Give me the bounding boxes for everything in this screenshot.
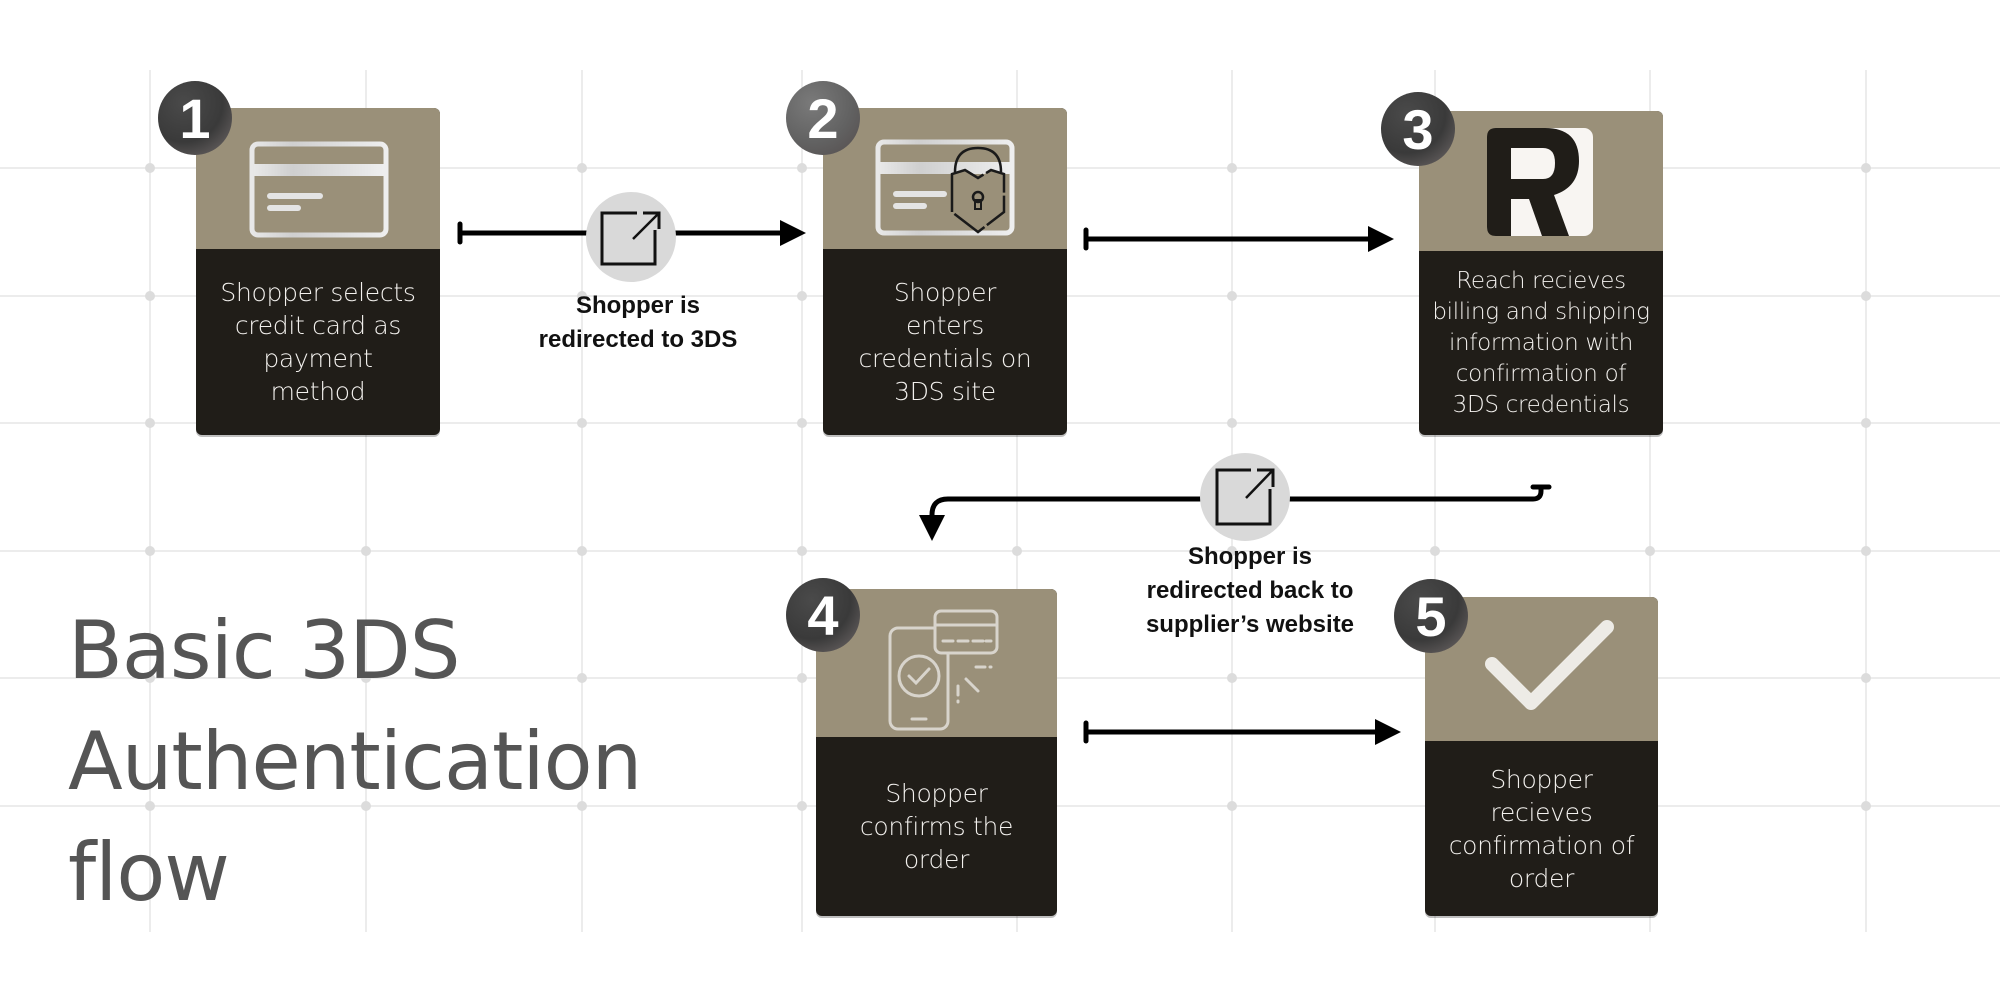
reach-logo-icon (1487, 128, 1593, 236)
title-line: flow (68, 826, 230, 919)
text-line: order (1508, 863, 1575, 893)
grid-node (145, 673, 155, 683)
text-line: 3DS site (894, 377, 996, 406)
grid-node (577, 801, 587, 811)
grid-node (145, 291, 155, 301)
grid-node (797, 801, 807, 811)
connector-4-to-5 (1083, 719, 1401, 745)
connector-label-redirect-to-3ds: Shopper is redirected to 3DS (539, 289, 738, 357)
text-line: confirmation of (1455, 360, 1627, 387)
grid-node (797, 673, 807, 683)
text-line: Shopper (1490, 764, 1593, 794)
title-line: Basic 3DS (68, 604, 461, 697)
text-line: confirmation of (1448, 830, 1635, 860)
step-card-5: Shopper recieves confirmation of order (1425, 597, 1658, 916)
grid-node (1861, 291, 1871, 301)
step-card-icon-area (823, 108, 1067, 249)
step-number-badge: 4 (786, 578, 860, 652)
text-line: 3DS credentials (1452, 391, 1630, 418)
grid-node (145, 418, 155, 428)
external-redirect-icon (1200, 453, 1290, 541)
text-line: enters (906, 311, 984, 340)
grid-node (797, 163, 807, 173)
text-line: credentials on (858, 344, 1032, 373)
text-line: method (270, 377, 366, 406)
label-line: Shopper is (1187, 543, 1313, 570)
grid-node (145, 163, 155, 173)
step-card-2: Shopper enters credentials on 3DS site (823, 108, 1067, 435)
text-line: Shopper (885, 779, 988, 808)
grid-node (577, 673, 587, 683)
title-line: Authentication (68, 715, 642, 808)
secure-card-lock-icon (875, 139, 1015, 236)
grid-node (1861, 801, 1871, 811)
step-card-4: Shopper confirms the order (816, 589, 1057, 916)
text-line: billing and shipping (1432, 298, 1650, 325)
step-card-icon-area (1425, 597, 1658, 741)
grid-node (577, 546, 587, 556)
label-line: redirected to 3DS (538, 326, 738, 353)
text-line: credit card as (234, 311, 402, 340)
step-card-description: Shopper enters credentials on 3DS site (833, 249, 1057, 435)
grid-node (1227, 546, 1237, 556)
text-line: recieves (1490, 797, 1593, 827)
grid-node (1861, 163, 1871, 173)
connector-2-to-3 (1083, 226, 1394, 252)
grid-node (797, 546, 807, 556)
grid-node (1012, 546, 1022, 556)
grid-node (1227, 418, 1237, 428)
text-line: Shopper (893, 278, 997, 307)
grid-node (1227, 291, 1237, 301)
grid-node (361, 673, 371, 683)
step-card-icon-area (1419, 111, 1663, 251)
label-line: supplier’s website (1145, 611, 1355, 638)
grid-node (577, 163, 587, 173)
external-redirect-icon (586, 192, 676, 282)
grid-node (1227, 673, 1237, 683)
grid-node (1430, 546, 1440, 556)
grid-node (1861, 673, 1871, 683)
grid-node (1861, 418, 1871, 428)
grid-node (577, 418, 587, 428)
step-card-description: Shopper confirms the order (826, 737, 1047, 916)
grid-node (1645, 546, 1655, 556)
text-line: Shopper selects (220, 278, 416, 307)
checkmark-icon (1485, 620, 1614, 710)
grid-node (145, 801, 155, 811)
step-card-description: Shopper recieves confirmation of order (1435, 741, 1648, 916)
step-card-icon-area (196, 108, 440, 249)
step-card-description: Reach recieves billing and shipping info… (1429, 251, 1653, 435)
grid-node (1227, 801, 1237, 811)
text-line: information with (1448, 329, 1634, 356)
grid-node (1227, 163, 1237, 173)
step-number-badge: 3 (1381, 92, 1455, 166)
label-line: redirected back to (1146, 577, 1354, 604)
connector-label-redirect-back: Shopper is redirected back to supplier’s… (1146, 540, 1354, 642)
grid-node (145, 546, 155, 556)
text-line: payment (263, 344, 373, 373)
text-line: Reach recieves (1456, 267, 1626, 294)
grid-node (797, 291, 807, 301)
grid-node (797, 418, 807, 428)
mobile-payment-confirm-icon (888, 609, 999, 731)
label-line: Shopper is (575, 292, 701, 319)
step-card-description: Shopper selects credit card as payment m… (206, 249, 430, 435)
diagram-title: Basic 3DS Authentication flow (68, 595, 642, 928)
step-number-badge: 1 (158, 81, 232, 155)
text-line: confirms the (859, 812, 1014, 841)
grid-node (1861, 546, 1871, 556)
grid-node (577, 291, 587, 301)
step-number-badge: 2 (786, 81, 860, 155)
step-card-3: Reach recieves billing and shipping info… (1419, 111, 1663, 435)
step-number-badge: 5 (1394, 579, 1468, 653)
step-card-icon-area (816, 589, 1057, 737)
grid-node (361, 546, 371, 556)
step-card-1: Shopper selects credit card as payment m… (196, 108, 440, 435)
credit-card-icon (249, 141, 389, 238)
grid-node (361, 801, 371, 811)
text-line: order (903, 845, 970, 874)
